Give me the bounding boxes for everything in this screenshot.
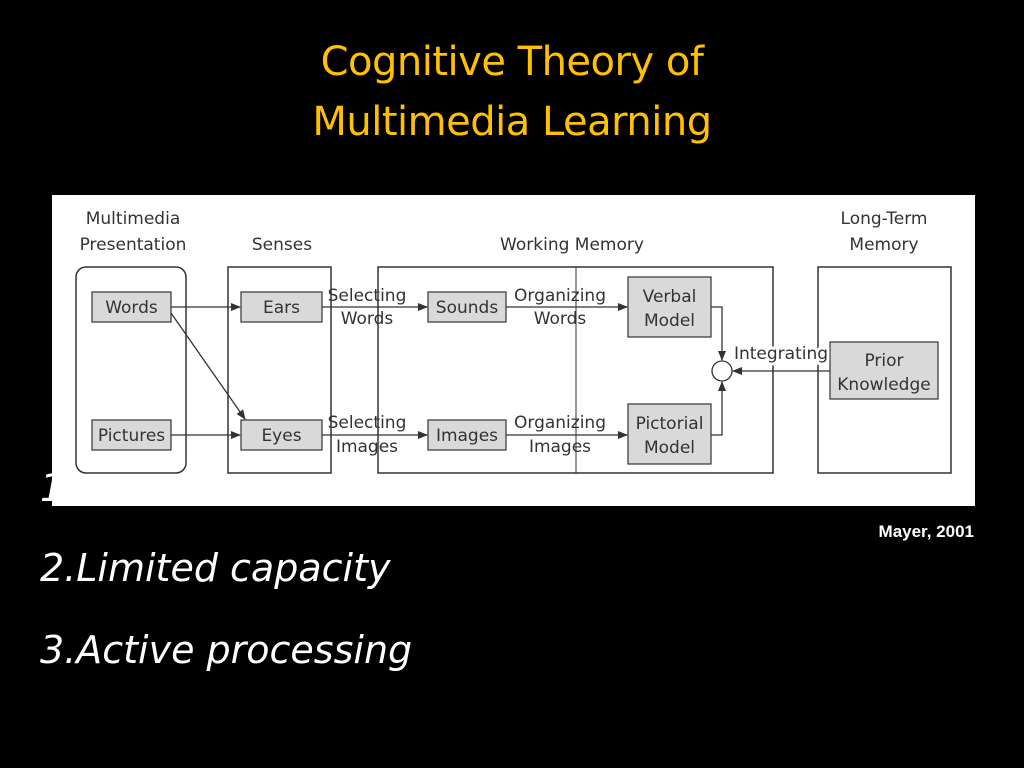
images-label: Images: [436, 426, 498, 446]
integrating-label: Integrating: [734, 344, 828, 364]
prior-knowledge-label-1: Prior: [864, 351, 903, 371]
selecting-words-label-2: Words: [341, 309, 394, 329]
arrow-verbal-to-integration: [711, 306, 726, 361]
header-presentation-line-2: Presentation: [80, 235, 187, 255]
header-ltm-line-1: Long-Term: [841, 209, 928, 229]
arrow-pictorial-to-integration: [711, 381, 726, 436]
eyes-box: [240, 419, 323, 451]
ears-label: Ears: [263, 298, 300, 318]
pictures-box: [91, 419, 172, 451]
header-working-memory: Working Memory: [500, 235, 644, 255]
organizing-images-label-1: Organizing: [514, 413, 606, 433]
eyes-label: Eyes: [261, 426, 301, 446]
pictorial-model-box: [627, 403, 712, 465]
bullet-2: 2.Limited capacity: [40, 546, 391, 590]
sounds-label: Sounds: [436, 298, 499, 318]
arrow-words-to-eyes: [170, 312, 246, 420]
header-ltm-line-2: Memory: [849, 235, 918, 255]
slide-title-line-2: Multimedia Learning: [312, 99, 712, 145]
words-label: Words: [105, 298, 158, 318]
multimedia-learning-diagram: Multimedia Presentation Senses Working M…: [52, 195, 975, 506]
selecting-words-label-1: Selecting: [328, 286, 407, 306]
pictorial-model-label-1: Pictorial: [636, 414, 704, 434]
organizing-words-label-2: Words: [534, 309, 587, 329]
organizing-words-label-1: Organizing: [514, 286, 606, 306]
pictures-label: Pictures: [98, 426, 165, 446]
pictorial-model-label-2: Model: [644, 438, 695, 458]
header-senses: Senses: [252, 235, 312, 255]
diagram-canvas: Multimedia Presentation Senses Working M…: [75, 209, 952, 474]
bullet-3: 3.Active processing: [40, 628, 413, 672]
verbal-model-label-1: Verbal: [643, 287, 697, 307]
selecting-images-label-1: Selecting: [328, 413, 407, 433]
header-presentation-line-1: Multimedia: [86, 209, 181, 229]
images-box: [427, 419, 507, 451]
presentation-container: [75, 266, 187, 474]
slide-title: Cognitive Theory of Multimedia Learning: [0, 32, 1024, 152]
integration-node: [711, 360, 733, 382]
verbal-model-label-2: Model: [644, 311, 695, 331]
organizing-images-label-2: Images: [529, 437, 591, 457]
senses-container: [227, 266, 332, 474]
selecting-images-label-2: Images: [336, 437, 398, 457]
prior-knowledge-label-2: Knowledge: [837, 375, 930, 395]
long-term-memory-container: [817, 266, 952, 474]
prior-knowledge-box: [829, 341, 939, 400]
slide-title-line-1: Cognitive Theory of: [320, 39, 704, 85]
citation-credit: Mayer, 2001: [878, 522, 974, 541]
